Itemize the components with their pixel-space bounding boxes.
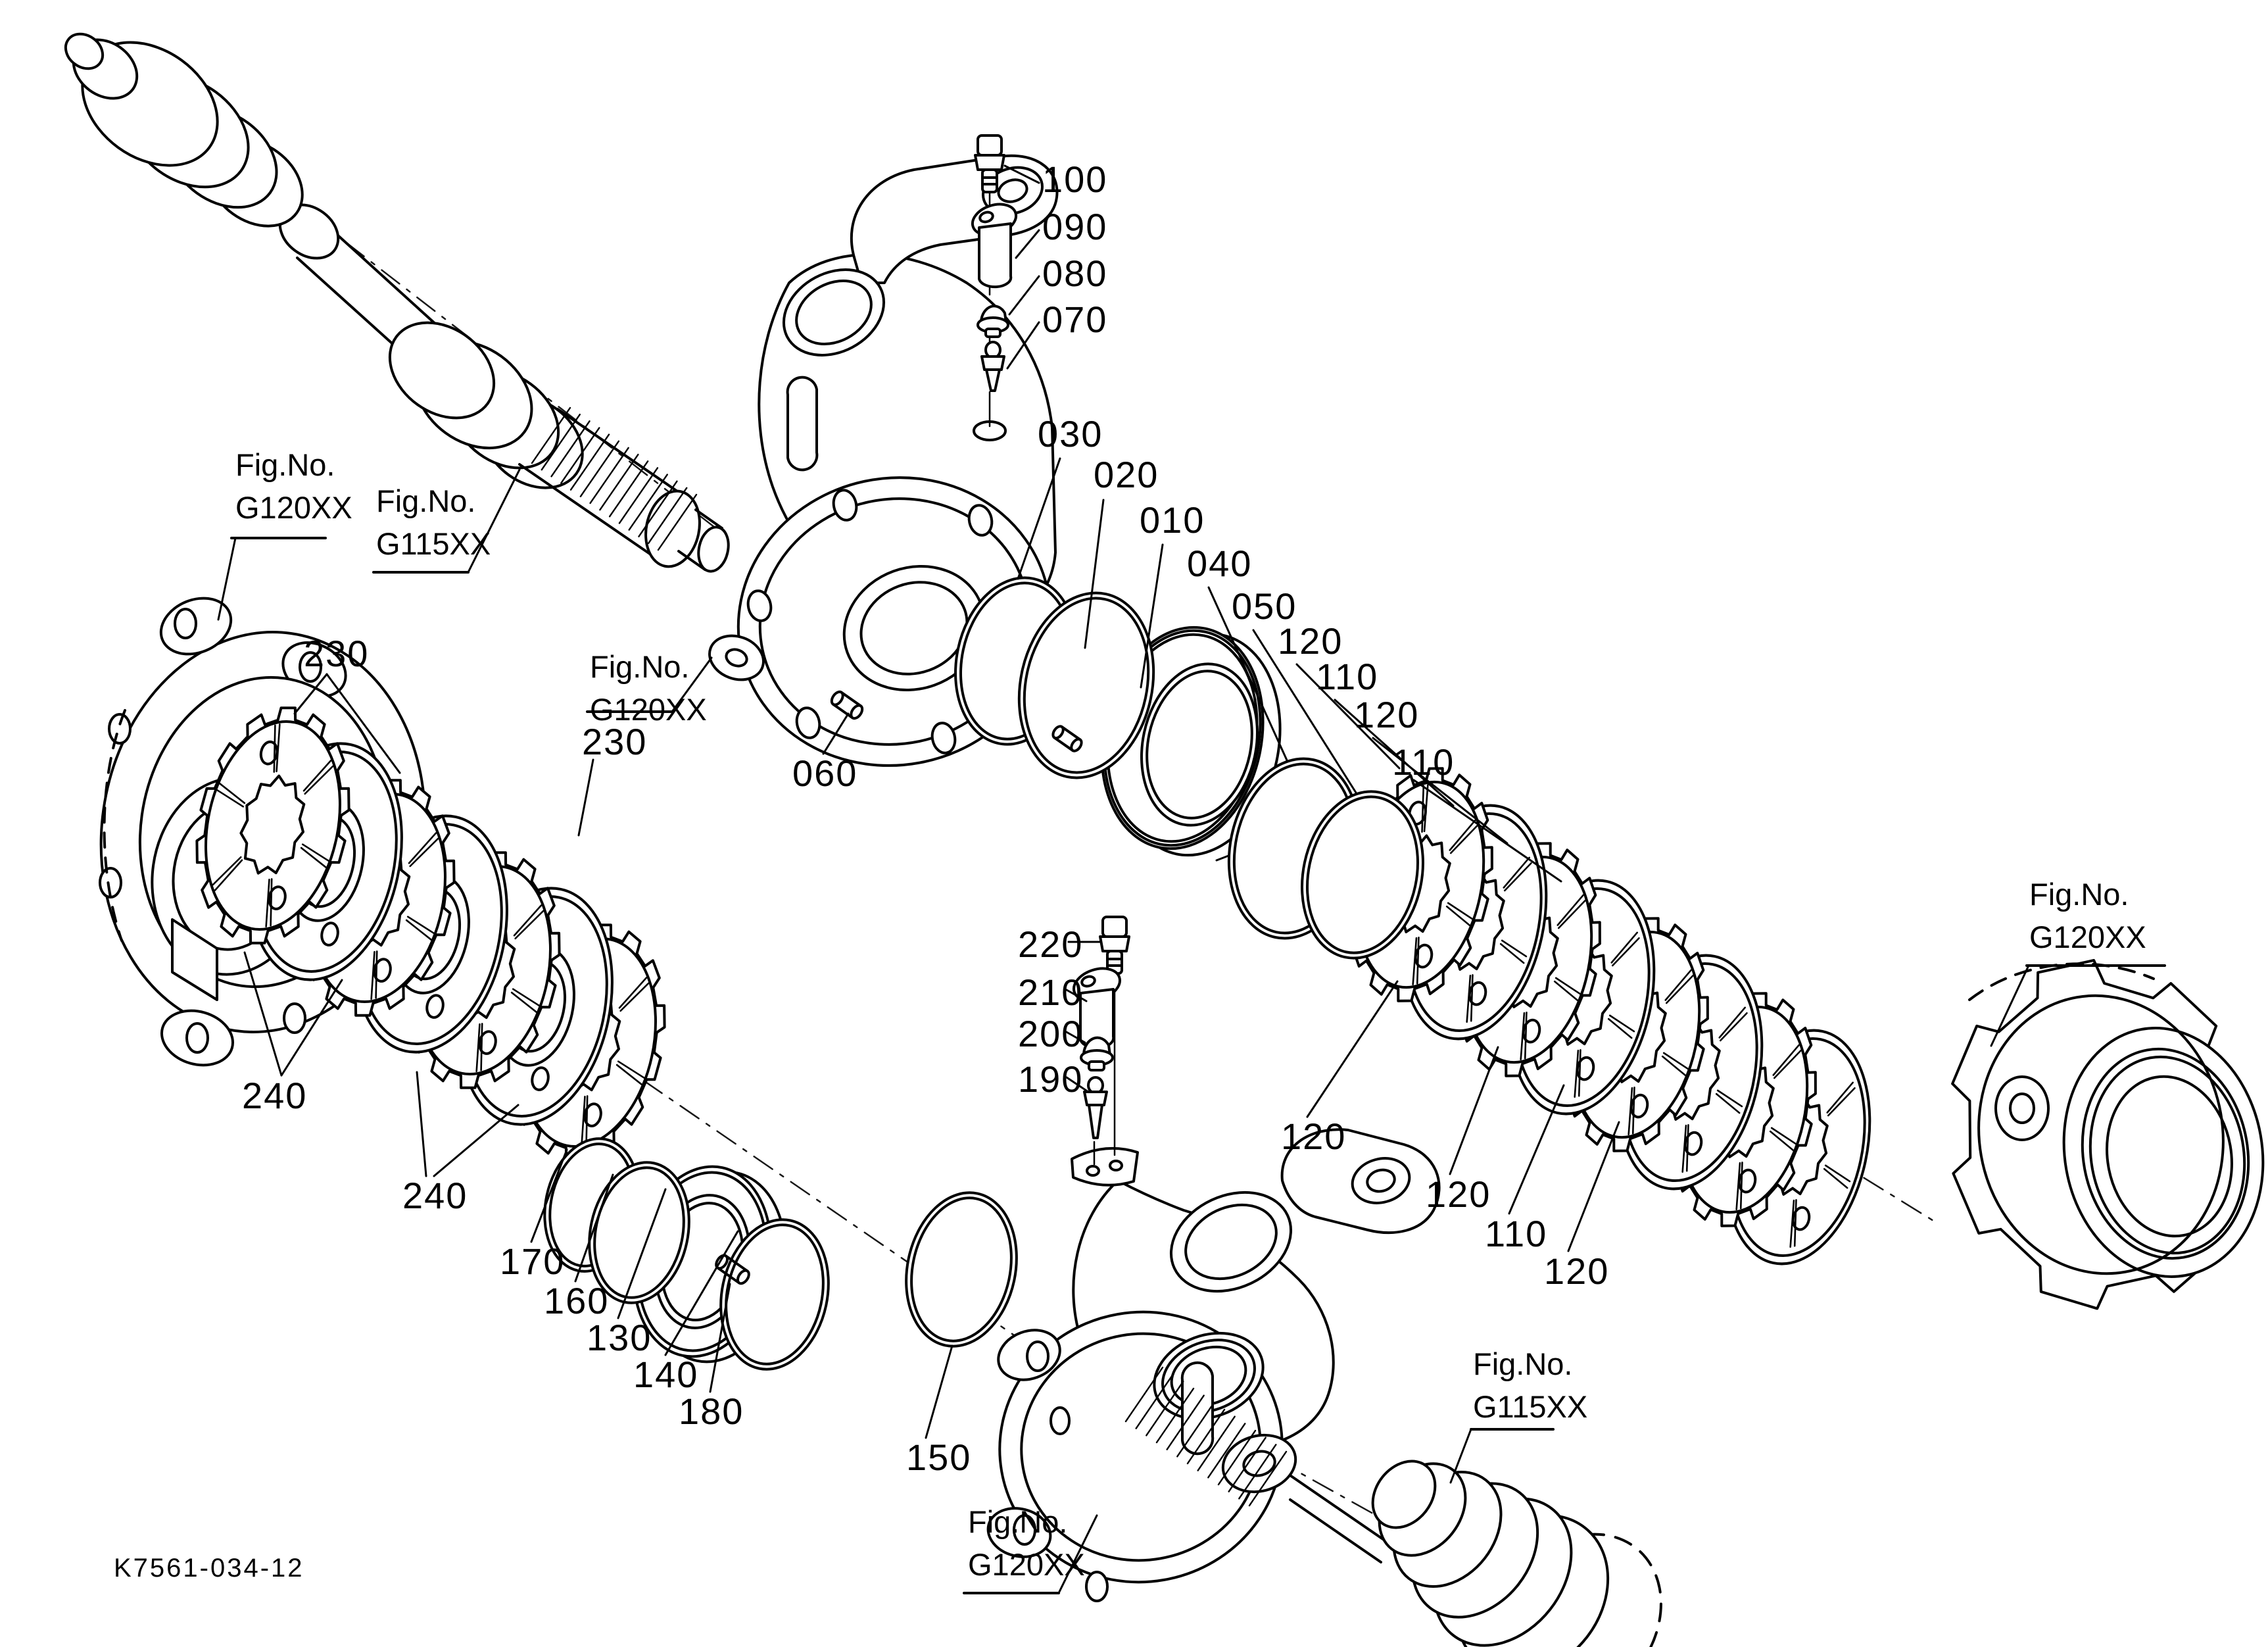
- fig-ref-axle-case-left: Fig.No.G120XX: [235, 447, 352, 525]
- callout-030: 030: [1038, 413, 1103, 455]
- callout-020: 020: [1094, 454, 1159, 495]
- fig-ref-drive-shaft-lower: Fig.No.G115XX: [1473, 1346, 1588, 1424]
- callout-040: 040: [1187, 543, 1253, 584]
- callout-130: 130: [587, 1317, 652, 1358]
- callout-210: 210: [1018, 971, 1084, 1013]
- callout-240-a: 240: [242, 1075, 308, 1116]
- bleeder-parts-upper: [971, 134, 1018, 428]
- callout-200: 200: [1018, 1013, 1084, 1054]
- callout-150: 150: [906, 1437, 972, 1478]
- callout-060: 060: [792, 752, 858, 794]
- callout-120-c: 120: [1281, 1116, 1347, 1157]
- callout-120-d: 120: [1426, 1173, 1491, 1215]
- steering-knuckle-lower: [986, 1128, 1441, 1602]
- hub-case-right: [1951, 959, 2265, 1310]
- fig-ref-drive-shaft-upper: Fig.No.G115XX: [376, 483, 491, 561]
- callout-050: 050: [1232, 585, 1297, 627]
- callout-230-b: 230: [582, 721, 648, 762]
- leader-lines: [217, 164, 2166, 1594]
- callout-240-b: 240: [402, 1175, 468, 1216]
- fig-ref-hub-right: Fig.No.G120XX: [2029, 877, 2146, 954]
- callout-110-a: 110: [1316, 656, 1379, 697]
- callout-110-c: 110: [1485, 1213, 1548, 1254]
- callout-010: 010: [1140, 499, 1205, 541]
- callout-080: 080: [1042, 253, 1108, 294]
- fig-ref-knuckle-upper: Fig.No.G120XX: [590, 649, 707, 727]
- callout-180: 180: [679, 1390, 744, 1432]
- callout-120-e: 120: [1544, 1250, 1610, 1292]
- drive-shaft-upper: [64, 32, 730, 573]
- callout-110-b: 110: [1392, 741, 1455, 783]
- callout-190: 190: [1018, 1058, 1084, 1100]
- callout-090: 090: [1042, 206, 1108, 247]
- drawing-number: K7561-034-12: [114, 1554, 304, 1583]
- callout-160: 160: [544, 1280, 610, 1321]
- callout-140: 140: [633, 1354, 699, 1395]
- fig-ref-knuckle-lower: Fig.No.G120XX: [968, 1504, 1085, 1582]
- cv-boot-lower: [1371, 1460, 1662, 1647]
- callout-170: 170: [500, 1241, 566, 1282]
- callout-070: 070: [1042, 299, 1108, 340]
- callout-120-b: 120: [1354, 694, 1420, 735]
- callout-100: 100: [1042, 159, 1108, 200]
- bleeder-parts-lower: [1073, 916, 1130, 1166]
- callout-220: 220: [1018, 923, 1084, 965]
- callout-120-a: 120: [1278, 620, 1343, 662]
- callout-230-a: 230: [304, 633, 370, 674]
